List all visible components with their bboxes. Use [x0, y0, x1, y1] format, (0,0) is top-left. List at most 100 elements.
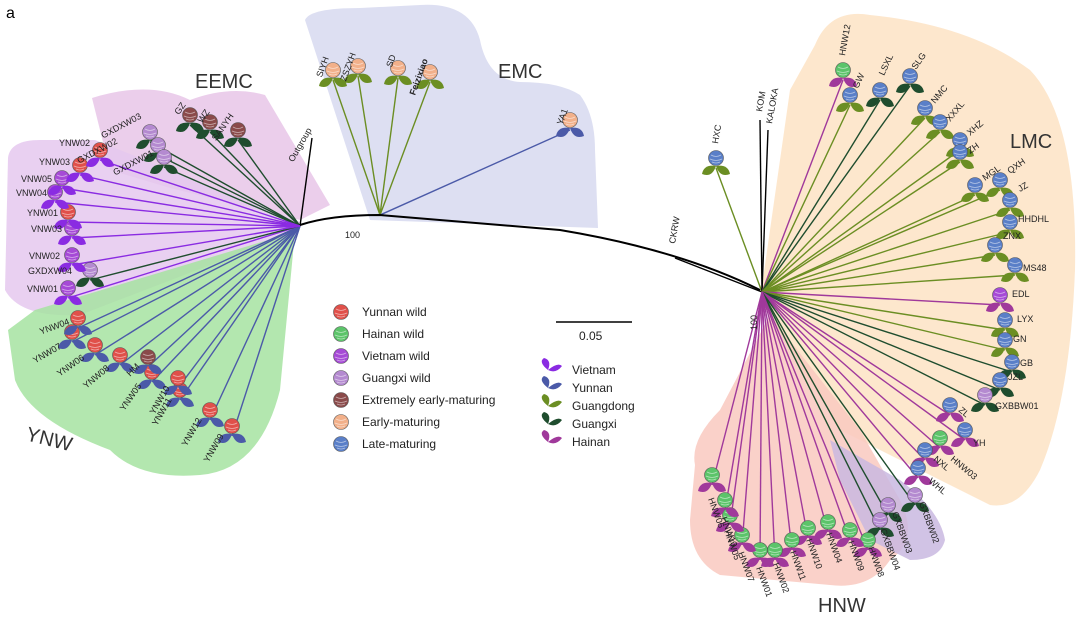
tree-tips: [41, 58, 1029, 567]
branch: [332, 79, 381, 216]
fruit-texture: [326, 66, 340, 76]
leaf-mark: [940, 445, 954, 455]
fruit-texture: [933, 434, 947, 444]
tip-glyph: [996, 214, 1024, 239]
tip-label: YH: [973, 438, 986, 448]
branch: [761, 85, 911, 293]
leaf-mark: [951, 437, 965, 447]
branch: [357, 75, 381, 216]
tree-backbone: [299, 213, 761, 291]
leaf-mark: [1010, 207, 1024, 217]
leaf-mark: [950, 412, 964, 422]
branch: [711, 291, 763, 486]
fruit-texture: [873, 516, 887, 526]
fruit-texture: [753, 546, 767, 556]
leaf-mark: [68, 219, 82, 229]
tip-label: ZNX: [1003, 231, 1021, 241]
fruit-texture: [801, 524, 815, 534]
leaf-mark: [986, 302, 1000, 312]
tip-glyph: [904, 460, 932, 485]
leaf-mark: [100, 157, 114, 167]
fruit-texture: [953, 148, 967, 158]
fruit-texture: [705, 471, 719, 481]
tip-glyph: [896, 68, 924, 93]
fruit-texture: [351, 62, 365, 72]
tip-glyph: [64, 310, 92, 335]
tip-glyph: [911, 442, 939, 467]
tip-label: VNW03: [31, 224, 62, 234]
fruit-texture: [881, 501, 895, 511]
eemc-region: [92, 89, 330, 220]
fruit-texture: [978, 391, 992, 401]
branch: [761, 291, 851, 541]
fruit-texture: [93, 146, 107, 156]
branch: [71, 225, 301, 343]
branch: [761, 131, 941, 293]
leaf-mark: [843, 77, 857, 87]
leaf-mark: [888, 512, 902, 522]
branch: [71, 225, 301, 239]
tip-glyph: [556, 112, 584, 137]
leaf-mark: [828, 529, 842, 539]
leaf-mark: [238, 137, 252, 147]
tip-glyph: [196, 402, 224, 427]
legend-label: Vietnam: [572, 363, 616, 377]
tip-glyph: [134, 349, 162, 374]
branch: [761, 291, 881, 531]
tip-glyph: [48, 170, 76, 195]
leaf-mark: [64, 325, 78, 335]
legend-label: Hainan: [572, 435, 610, 449]
leaf-mark: [904, 475, 918, 485]
leaf-mark: [164, 385, 178, 395]
leaf-mark: [196, 129, 210, 139]
fruit-texture: [334, 308, 348, 318]
fruit-texture: [171, 374, 185, 384]
fruit-texture: [998, 336, 1012, 346]
leaf-mark: [712, 482, 726, 492]
leaf-mark: [925, 457, 939, 467]
branch: [94, 225, 301, 356]
leaf-mark: [1012, 369, 1026, 379]
tip-label: MS48: [1023, 263, 1047, 273]
fruit-texture: [391, 64, 405, 74]
leaf-mark: [961, 192, 975, 202]
tip-glyph: [866, 82, 894, 107]
branch: [761, 194, 976, 293]
tip-label: GXBBW01: [995, 401, 1039, 411]
fruit-texture: [334, 418, 348, 428]
legend-leaf-swatch: [541, 412, 562, 426]
leaf-mark: [430, 79, 444, 89]
leaf-mark: [742, 542, 756, 552]
tip-label: YNW02: [59, 138, 90, 148]
leaf-mark: [41, 199, 55, 209]
leaf-mark: [86, 157, 100, 167]
branch: [759, 119, 763, 293]
tip-label: VNW02: [29, 251, 60, 261]
leaf-mark: [946, 159, 960, 169]
branch: [77, 225, 301, 329]
tip-glyph: [996, 192, 1024, 217]
fruit-texture: [861, 536, 875, 546]
fruit-texture: [141, 353, 155, 363]
fruit-texture: [918, 104, 932, 114]
branch: [761, 291, 1001, 306]
fruit-texture: [735, 531, 749, 541]
leaf-mark: [178, 385, 192, 395]
tip-label: YNW03: [39, 157, 70, 167]
legend-label: Late-maturing: [362, 437, 436, 451]
leaf-mark: [836, 102, 850, 112]
branch: [179, 225, 301, 401]
leaf-mark: [384, 75, 398, 85]
leaf-mark: [698, 482, 712, 492]
fruit-texture: [958, 426, 972, 436]
leaf-mark: [991, 327, 1005, 337]
legend-label: Guangxi wild: [362, 371, 431, 385]
leaf-mark: [1010, 229, 1024, 239]
branch: [54, 201, 301, 227]
branch: [761, 254, 996, 293]
leaf-mark: [775, 557, 789, 567]
leaf-mark: [81, 352, 95, 362]
branch: [761, 291, 809, 539]
